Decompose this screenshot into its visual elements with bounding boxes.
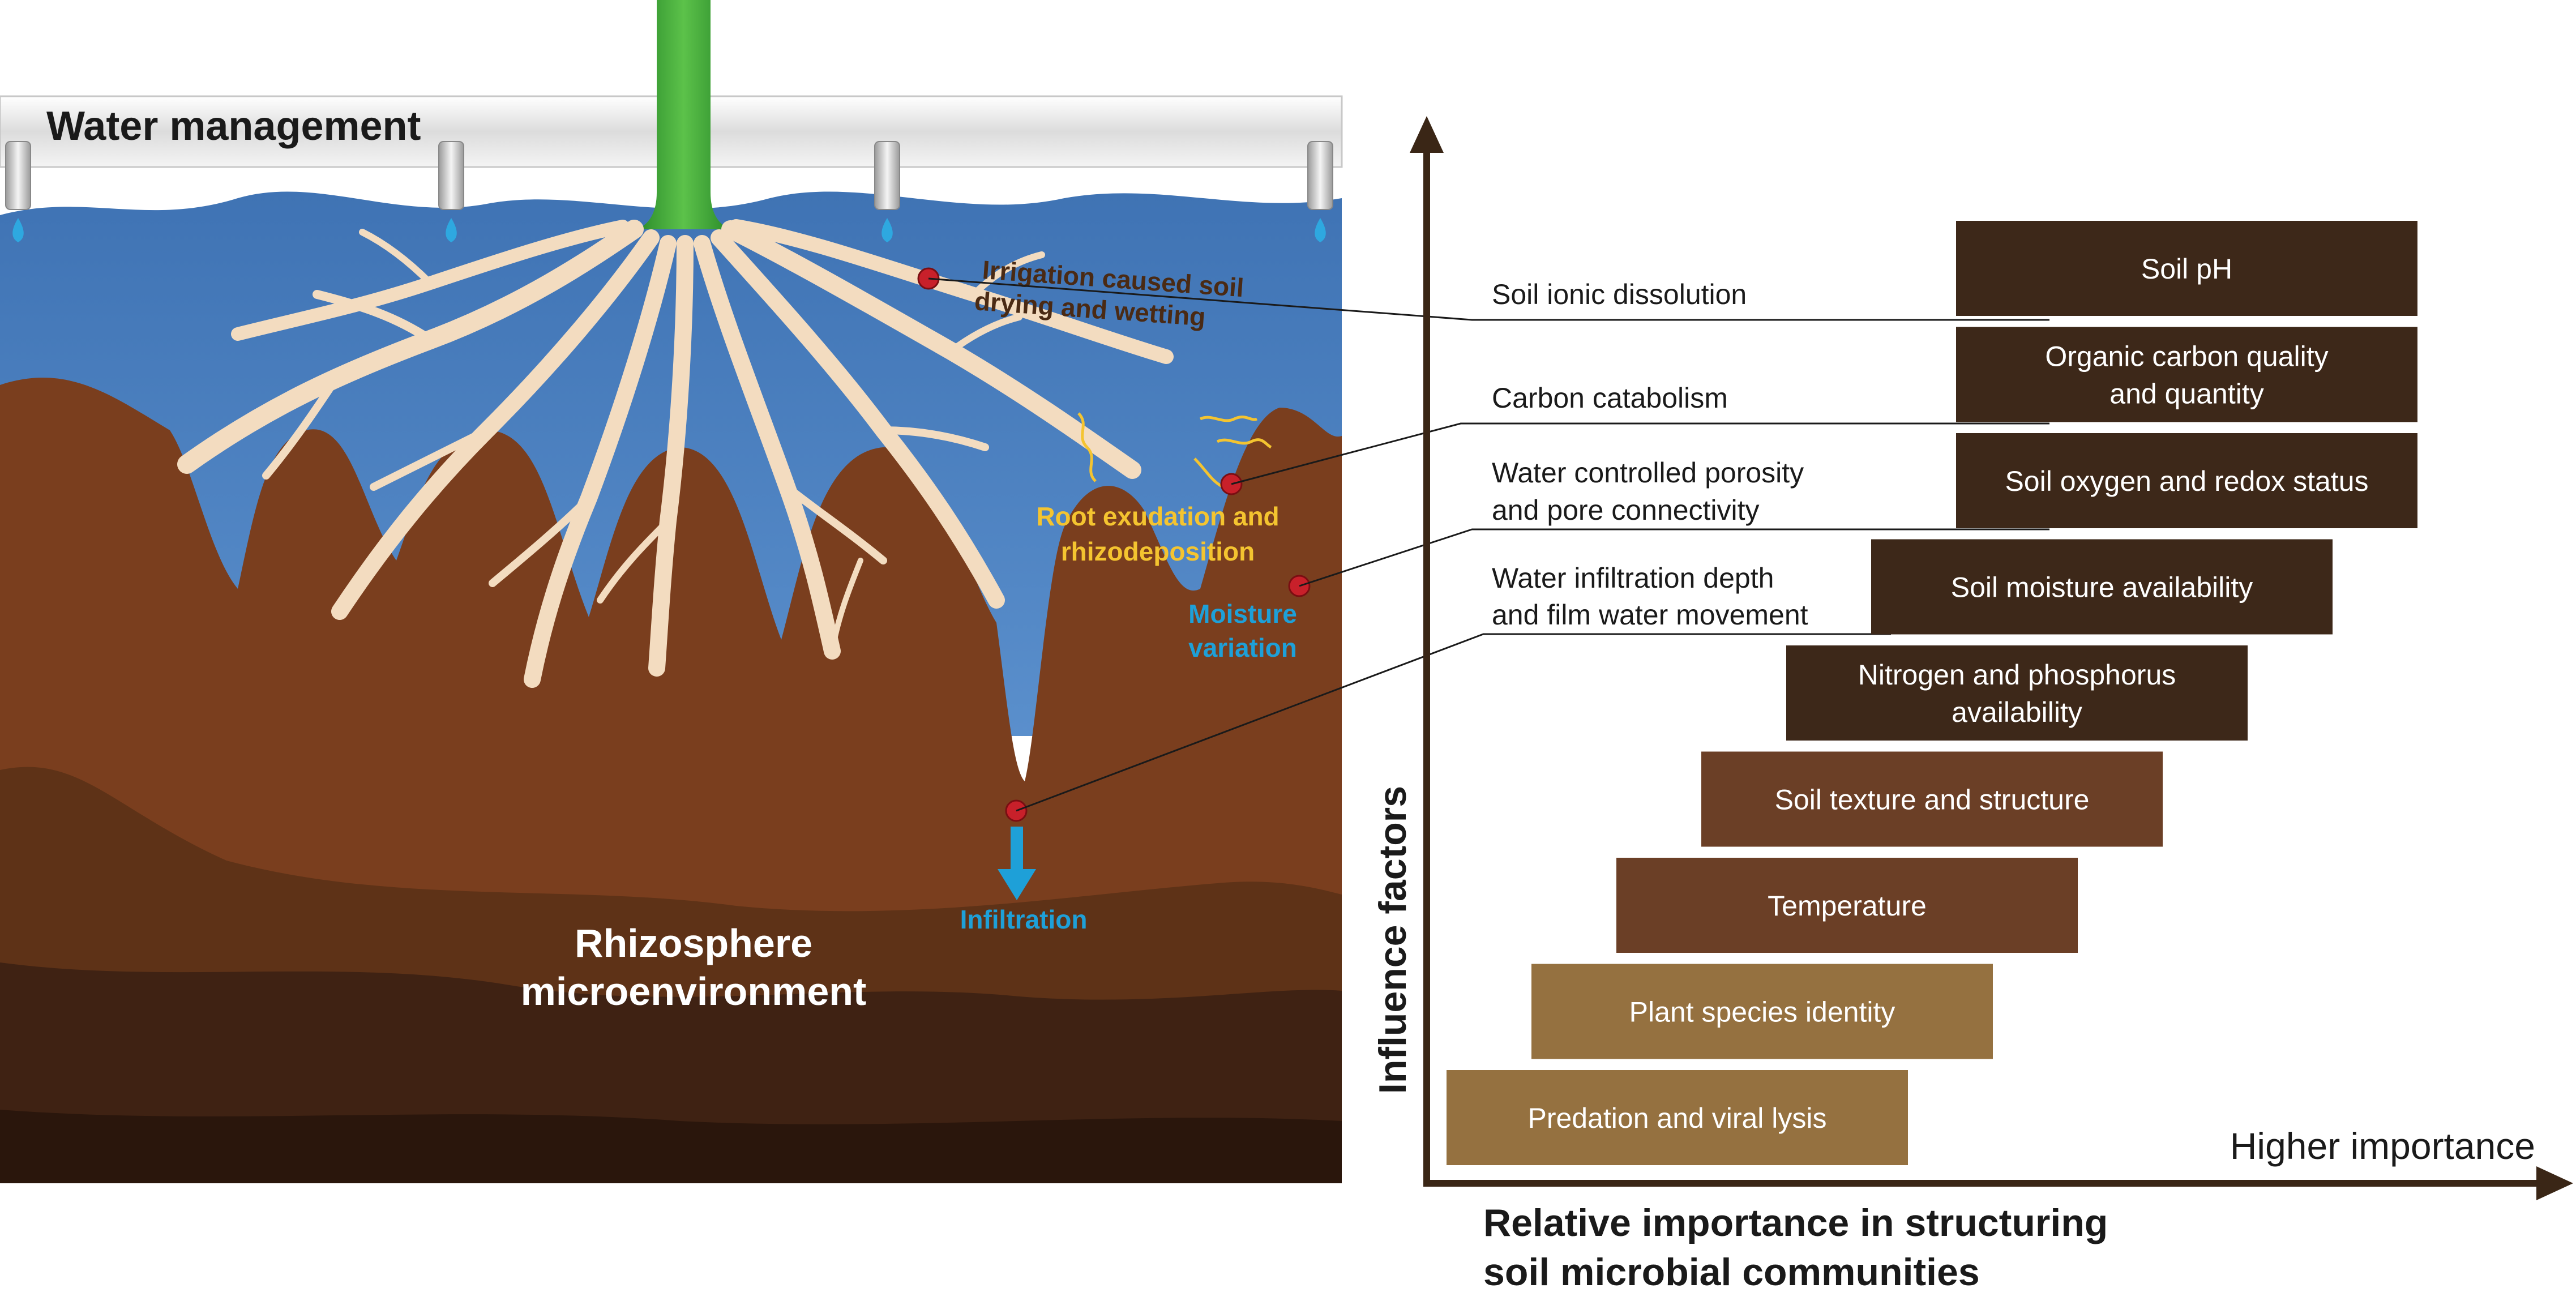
exudation-label-line-1: Root exudation and [1036,502,1279,531]
factor-label-6: Soil texture and structure [1775,784,2090,816]
water-management-label: Water management [46,104,421,149]
nozzle-3 [874,141,900,242]
rhizosphere-label-line-2: microenvironment [521,969,867,1013]
factor-bar-7 [1616,858,2078,953]
connector-exudation [1231,422,2049,485]
moisture-label-line-2: variation [1188,633,1297,662]
exudation-label-line-2: rhizodeposition [1061,537,1255,566]
factor-bar-1 [1956,221,2417,316]
water-drop-icon [446,218,457,242]
factor-bars: Soil pH Organic carbon quality and quantit… [1447,221,2417,1165]
sprinkler-nozzles [5,141,1333,242]
factor-label-5-line-2: availability [1952,696,2082,728]
factor-label-2-line-1: Organic carbon quality [2045,341,2328,373]
connector-lines [928,277,2049,812]
moisture-label-line-1: Moisture [1188,599,1297,628]
factor-bar-5 [1786,645,2248,741]
mechanism-carbon-catabolism: Carbon catabolism [1492,382,1728,414]
mechanism-porosity-line-1: Water controlled porosity [1492,457,1804,489]
infiltration-arrow [998,827,1036,900]
infiltration-label: Infiltration [960,905,1088,934]
x-axis-arrowhead [2536,1166,2573,1200]
water-drop-icon [882,218,893,242]
factor-label-8: Plant species identity [1629,996,1895,1028]
rhizosphere-label-line-1: Rhizosphere [575,921,812,965]
y-axis-label: Influence factors [1371,786,1414,1094]
factor-label-4: Soil moisture availability [1951,572,2253,604]
mechanism-porosity-line-2: and pore connectivity [1492,494,1760,526]
factor-label-2-line-2: and quantity [2109,378,2263,410]
factor-bar-4 [1871,539,2333,635]
x-axis-title-line-2: soil microbial communities [1483,1251,1980,1294]
factor-label-1: Soil pH [2141,253,2232,285]
nozzle-2 [438,141,464,242]
factor-bar-9 [1447,1070,1908,1165]
plant-roots [177,219,1174,688]
nozzle-4 [1307,141,1333,242]
mechanism-ionic-dissolution: Soil ionic dissolution [1492,279,1747,310]
connector-irrigation [928,277,2049,321]
factor-bar-8 [1531,964,1993,1059]
x-axis-end-label: Higher importance [2230,1125,2535,1167]
nozzle-1 [5,141,31,242]
connector-moisture [1299,528,2049,587]
rhizosphere-illustration: Water management Irrigation caused soil … [0,0,1343,1184]
factor-bar-2 [1956,327,2417,422]
factor-label-3: Soil oxygen and redox status [2005,465,2368,497]
mechanism-infiltration-line-2: and film water movement [1492,599,1808,631]
mechanism-labels: Soil ionic dissolution Carbon catabolism… [1492,279,1808,631]
factor-label-7: Temperature [1768,890,1927,922]
y-axis-arrowhead [1410,116,1444,153]
water-drop-icon [12,218,24,242]
factor-bar-3 [1956,433,2417,528]
factor-label-5-line-1: Nitrogen and phosphorus [1858,659,2176,691]
water-drop-icon [1315,218,1326,242]
chart-axes: Influence factors Higher importance Rela… [1371,116,2573,1294]
mechanism-infiltration-line-1: Water infiltration depth [1492,562,1774,594]
connector-infiltration [1016,633,1891,812]
soil-layer-bottom [0,1110,1342,1183]
factor-label-9: Predation and viral lysis [1527,1102,1826,1134]
plant-stem [637,0,730,229]
exudation-arrows [1077,412,1272,489]
x-axis-title-line-1: Relative importance in structuring [1483,1201,2108,1244]
factor-bar-6 [1701,751,2163,847]
